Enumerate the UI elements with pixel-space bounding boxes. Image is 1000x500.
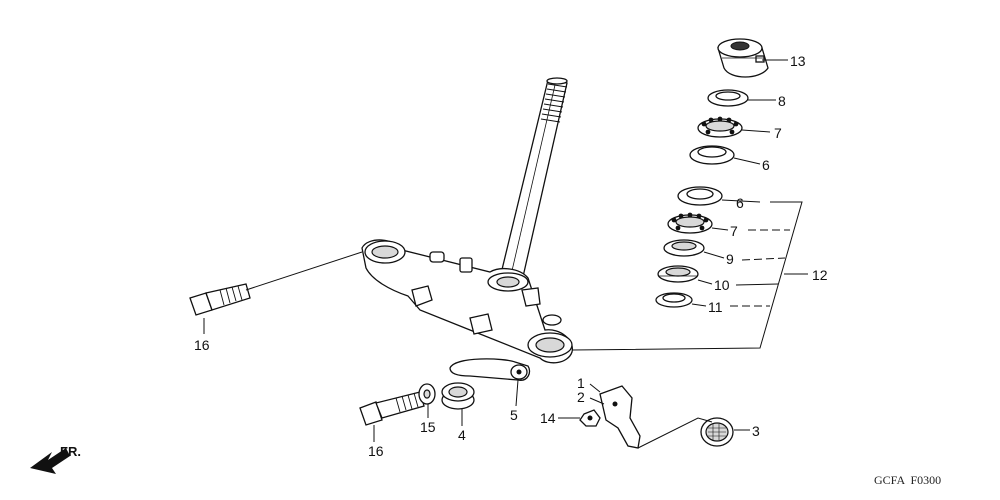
callout-labels: 13 8 7 6 6 7 9 10 11 12 16 16 15 4 5 1 2…	[194, 53, 828, 459]
callout-5: 5	[510, 407, 518, 423]
callout-14: 14	[540, 410, 556, 426]
bracket-part-1-2	[599, 385, 641, 449]
steel-ball-part-7-upper	[697, 116, 743, 138]
callout-7-lower: 7	[730, 223, 738, 239]
race-part-6-lower	[677, 186, 723, 206]
dust-seal-part-8	[707, 89, 749, 107]
callout-6-lower: 6	[736, 195, 744, 211]
dust-seal-part-11	[655, 292, 693, 308]
callout-4: 4	[458, 427, 466, 443]
callout-16-lower: 16	[368, 443, 384, 459]
callout-8: 8	[778, 93, 786, 109]
grommet-part-4	[441, 382, 475, 410]
callout-2: 2	[577, 389, 585, 405]
callout-15: 15	[420, 419, 436, 435]
steering-stem-part	[497, 77, 568, 291]
callout-11: 11	[708, 299, 723, 315]
diagram-code: GCFA F0300	[874, 473, 941, 487]
bolt-part-16-lower	[359, 391, 425, 426]
callout-6-upper: 6	[762, 157, 770, 173]
callout-7-upper: 7	[774, 125, 782, 141]
callout-3: 3	[752, 423, 760, 439]
callout-13: 13	[790, 53, 806, 69]
callout-10: 10	[714, 277, 730, 293]
front-marker-label: FR.	[60, 444, 81, 459]
leader-lines	[203, 59, 808, 449]
bolt-part-16-upper	[189, 283, 251, 316]
reflector-part-3	[700, 417, 734, 447]
stem-thread	[540, 83, 568, 123]
callout-9: 9	[726, 251, 734, 267]
race-part-9	[663, 239, 705, 257]
nut-part-14	[579, 409, 601, 427]
washer-part-15	[418, 383, 436, 405]
callout-1: 1	[577, 375, 585, 391]
clamp-part-5	[449, 358, 531, 381]
stem-nut-part-13	[717, 38, 769, 78]
race-part-6-upper	[689, 145, 735, 165]
callout-12: 12	[812, 267, 828, 283]
callout-16-upper: 16	[194, 337, 210, 353]
steel-ball-part-7-lower	[667, 212, 713, 234]
bottom-bridge-part	[361, 239, 573, 364]
race-part-10	[657, 265, 699, 283]
front-arrow-icon	[30, 448, 70, 474]
